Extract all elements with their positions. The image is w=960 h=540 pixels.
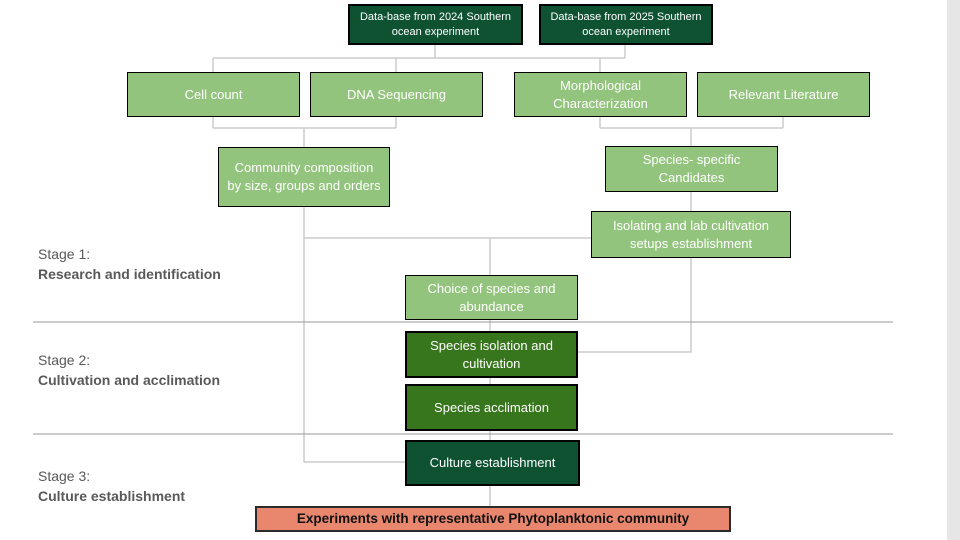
node-relevant-literature: Relevant Literature <box>697 72 870 117</box>
node-dna-sequencing: DNA Sequencing <box>310 72 483 117</box>
node-species-isolation: Species isolation and cultivation <box>405 331 578 378</box>
stage-3-title: Culture establishment <box>38 488 186 504</box>
stage-1-title: Research and identification <box>38 266 221 282</box>
stage-1-number: Stage 1: <box>38 246 91 262</box>
node-species-acclimation: Species acclimation <box>405 384 578 431</box>
stage-3-number: Stage 3: <box>38 468 91 484</box>
node-experiments-banner: Experiments with representative Phytopla… <box>255 506 731 532</box>
node-species-candidates: Species- specific Candidates <box>605 146 778 192</box>
scrollbar[interactable] <box>947 0 960 540</box>
node-cell-count: Cell count <box>127 72 300 117</box>
node-database-2025: Data-base from 2025 Southern ocean exper… <box>539 4 713 45</box>
node-morphological-characterization: Morphological Characterization <box>514 72 687 117</box>
node-isolating-setups: Isolating and lab cultivation setups est… <box>591 211 791 258</box>
stage-2-label: Stage 2: Cultivation and acclimation <box>38 350 220 390</box>
stage-2-title: Cultivation and acclimation <box>38 372 221 388</box>
node-choice-of-species: Choice of species and abundance <box>405 275 578 320</box>
stage-3-label: Stage 3: Culture establishment <box>38 466 185 506</box>
node-database-2024: Data-base from 2024 Southern ocean exper… <box>348 4 523 45</box>
node-culture-establishment: Culture establishment <box>405 440 580 486</box>
stage-1-label: Stage 1: Research and identification <box>38 244 221 284</box>
stage-2-number: Stage 2: <box>38 352 91 368</box>
node-community-composition: Community composition by size, groups an… <box>218 147 390 207</box>
stage-divider-lines <box>33 321 893 435</box>
